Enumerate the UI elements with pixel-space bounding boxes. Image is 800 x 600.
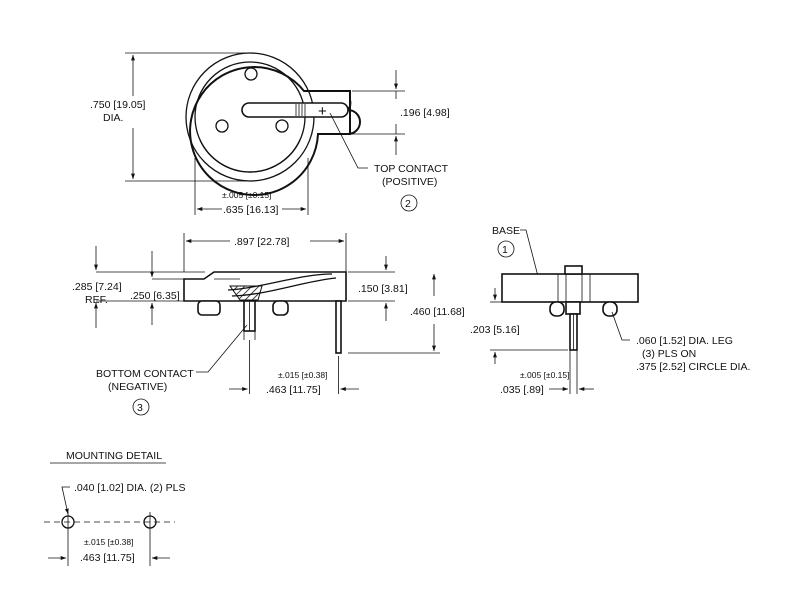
diameter-dim: .750 [19.05] <box>90 99 146 111</box>
end-view: BASE 1 .203 [5.16] ±.005 [±0.15] .035 [.… <box>470 225 750 396</box>
width-tol: ±.005 [±0.15] <box>222 190 272 200</box>
mounting-title: MOUNTING DETAIL <box>66 450 162 462</box>
length-dim: .897 [22.78] <box>234 236 290 248</box>
end-leg-left <box>549 301 565 317</box>
positive-mark: + <box>318 103 327 120</box>
hole-right <box>275 119 289 133</box>
leg-note-1: .060 [1.52] DIA. LEG <box>636 335 733 347</box>
hole-left <box>215 119 229 133</box>
ref-word: REF. <box>85 294 108 306</box>
callout-2-circle <box>400 194 418 212</box>
holder-body <box>183 271 347 302</box>
leg-note-2: (3) PLS ON <box>642 348 696 360</box>
pin-top-contact <box>335 300 342 354</box>
hole-note: .040 [1.02] DIA. (2) PLS <box>74 482 185 494</box>
foot-left <box>197 300 221 316</box>
ref-height-dim: .285 [7.24] <box>72 281 122 293</box>
side-view: .897 [22.78] .285 [7.24] REF. .250 [6.35… <box>72 233 465 416</box>
end-pin-block <box>565 301 581 315</box>
callout-3: 3 <box>137 402 143 414</box>
leg-height-dim: .203 [5.16] <box>470 324 520 336</box>
callout-1-circle <box>497 240 515 258</box>
width-dim: .635 [16.13] <box>223 204 279 216</box>
bottom-contact-label: BOTTOM CONTACT <box>96 368 194 380</box>
diameter-dia-word: DIA. <box>103 112 123 124</box>
top-contact-label-2: (POSITIVE) <box>382 176 437 188</box>
leg-note-3: .375 [2.52] CIRCLE DIA. <box>636 361 750 373</box>
foot-mid <box>272 300 289 316</box>
leg-width-dim: .035 [.89] <box>500 384 544 396</box>
end-leg-right <box>602 301 618 317</box>
mount-spacing-dim: .463 [11.75] <box>80 552 135 564</box>
leg-width-tol: ±.005 [±0.15] <box>520 370 570 380</box>
base-label: BASE <box>492 225 520 237</box>
total-height-dim: .460 [11.68] <box>410 306 465 318</box>
holder-outline <box>189 66 361 197</box>
pin-spacing-tol: ±.015 [±0.38] <box>278 370 328 380</box>
body-height-dim: .250 [6.35] <box>130 290 180 302</box>
callout-2: 2 <box>405 198 411 210</box>
contact-height-dim: .150 [3.81] <box>358 283 408 295</box>
top-contact-strap <box>241 102 349 118</box>
end-top-tab <box>564 265 583 275</box>
tab-dim: .196 [4.98] <box>400 107 450 119</box>
mounting-detail: MOUNTING DETAIL .040 [1.02] DIA. (2) PLS… <box>44 450 185 566</box>
hole-top <box>244 67 258 81</box>
pin-spacing-dim: .463 [11.75] <box>266 384 321 396</box>
bottom-contact-label-2: (NEGATIVE) <box>108 381 167 393</box>
end-body <box>501 273 639 303</box>
top-contact-label: TOP CONTACT <box>374 163 449 175</box>
top-view: + .750 [19.05] DIA. .196 [4.98] TOP CONT… <box>90 52 450 216</box>
contact-section-hatch <box>229 285 263 301</box>
callout-3-circle <box>132 398 150 416</box>
mount-spacing-tol: ±.015 [±0.38] <box>84 537 134 547</box>
callout-1: 1 <box>502 244 508 256</box>
